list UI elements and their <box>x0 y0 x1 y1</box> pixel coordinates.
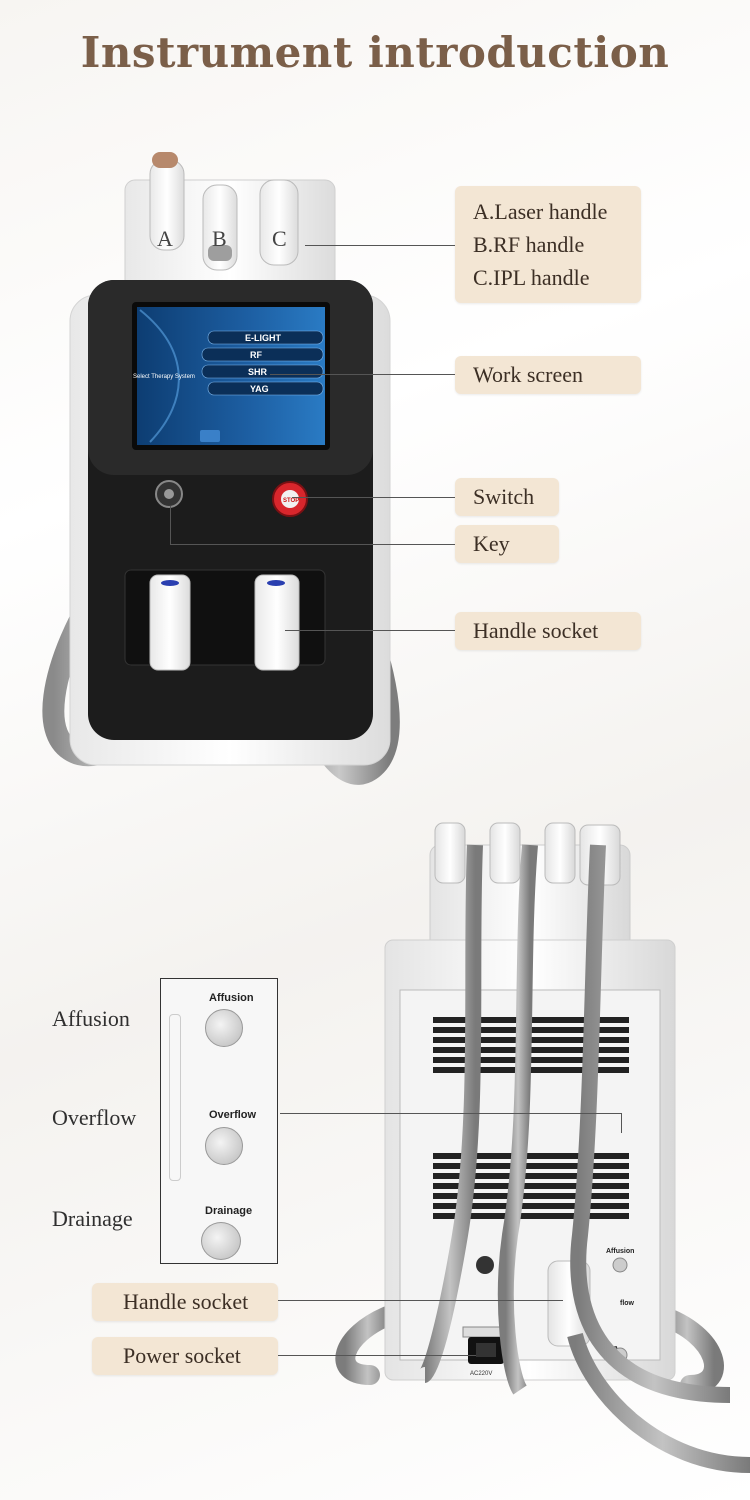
overflow-valve-icon[interactable] <box>205 1127 243 1165</box>
screen-menu-e-light[interactable]: E-LIGHT <box>207 330 324 345</box>
valve-detail-inset: Affusion Overflow Drainage <box>160 978 278 1264</box>
power-socket[interactable]: AC220V <box>462 1326 506 1377</box>
handle-letter-c: C <box>272 226 287 251</box>
side-label-affusion: Affusion <box>52 1006 130 1031</box>
key-leader-vertical <box>170 506 171 544</box>
svg-text:AC220V: AC220V <box>470 1371 492 1377</box>
rear-connector-icon <box>476 1256 494 1274</box>
svg-text:YAG: YAG <box>250 384 269 394</box>
inset-leader-line <box>280 1113 622 1114</box>
power-socket-callout: Power socket <box>92 1337 278 1375</box>
work-screen-leader-line <box>270 374 455 375</box>
side-label-overflow: Overflow <box>52 1105 137 1130</box>
screen-menu-shr[interactable]: SHR <box>201 364 324 379</box>
work-screen-callout: Work screen <box>455 356 641 394</box>
switch-leader-line <box>292 497 455 498</box>
svg-text:STOP: STOP <box>283 498 299 504</box>
front-machine-illustration: A B C Select Therapy System E-LIGHT RF S… <box>42 152 400 785</box>
inset-leader-vertical <box>621 1113 622 1133</box>
svg-text:RF: RF <box>250 350 262 360</box>
work-screen[interactable]: Select Therapy System E-LIGHT RF SHR YAG <box>132 302 330 450</box>
key-switch[interactable] <box>155 480 183 508</box>
key-leader-line <box>170 544 455 545</box>
handles-leader-line <box>305 245 455 246</box>
laser-handle[interactable] <box>149 152 185 251</box>
ipl-handle[interactable] <box>259 179 299 266</box>
rear-label-overflow: flow <box>620 1300 635 1307</box>
svg-text:SHR: SHR <box>248 367 268 377</box>
rear-label-affusion: Affusion <box>606 1248 634 1255</box>
handle-socket-left[interactable] <box>149 574 191 671</box>
svg-text:E-LIGHT: E-LIGHT <box>245 333 281 343</box>
screen-menu-yag[interactable]: YAG <box>207 381 324 396</box>
inset-label-affusion: Affusion <box>209 992 254 1004</box>
screen-menu-rf[interactable]: RF <box>201 347 324 362</box>
back-machine-illustration: AC220V Affusion flow Dra <box>335 822 750 1473</box>
drainage-valve-icon[interactable] <box>201 1222 241 1260</box>
screen-heading: Select Therapy System <box>133 374 195 380</box>
handle-letter-a: A <box>157 226 173 251</box>
page-title: Instrument introduction <box>80 28 670 77</box>
handle-socket-leader-back <box>278 1300 563 1301</box>
key-callout: Key <box>455 525 559 563</box>
rf-handle[interactable] <box>202 184 238 271</box>
stop-switch-button[interactable]: STOP <box>272 481 308 517</box>
handle-socket-callout-front: Handle socket <box>455 612 641 650</box>
handles-callout: A.Laser handle B.RF handle C.IPL handle <box>455 186 641 303</box>
handle-socket-right[interactable] <box>254 574 300 671</box>
handle-socket-callout-back: Handle socket <box>92 1283 278 1321</box>
handle-letter-b: B <box>212 226 227 251</box>
affusion-valve-icon[interactable] <box>205 1009 243 1047</box>
inset-label-overflow: Overflow <box>209 1109 257 1121</box>
power-socket-leader <box>278 1355 476 1356</box>
switch-callout: Switch <box>455 478 559 516</box>
side-label-drainage: Drainage <box>52 1206 133 1231</box>
screen-settings-icon[interactable] <box>200 430 220 442</box>
handle-socket-leader-front <box>285 630 455 631</box>
inset-label-drainage: Drainage <box>205 1205 253 1217</box>
